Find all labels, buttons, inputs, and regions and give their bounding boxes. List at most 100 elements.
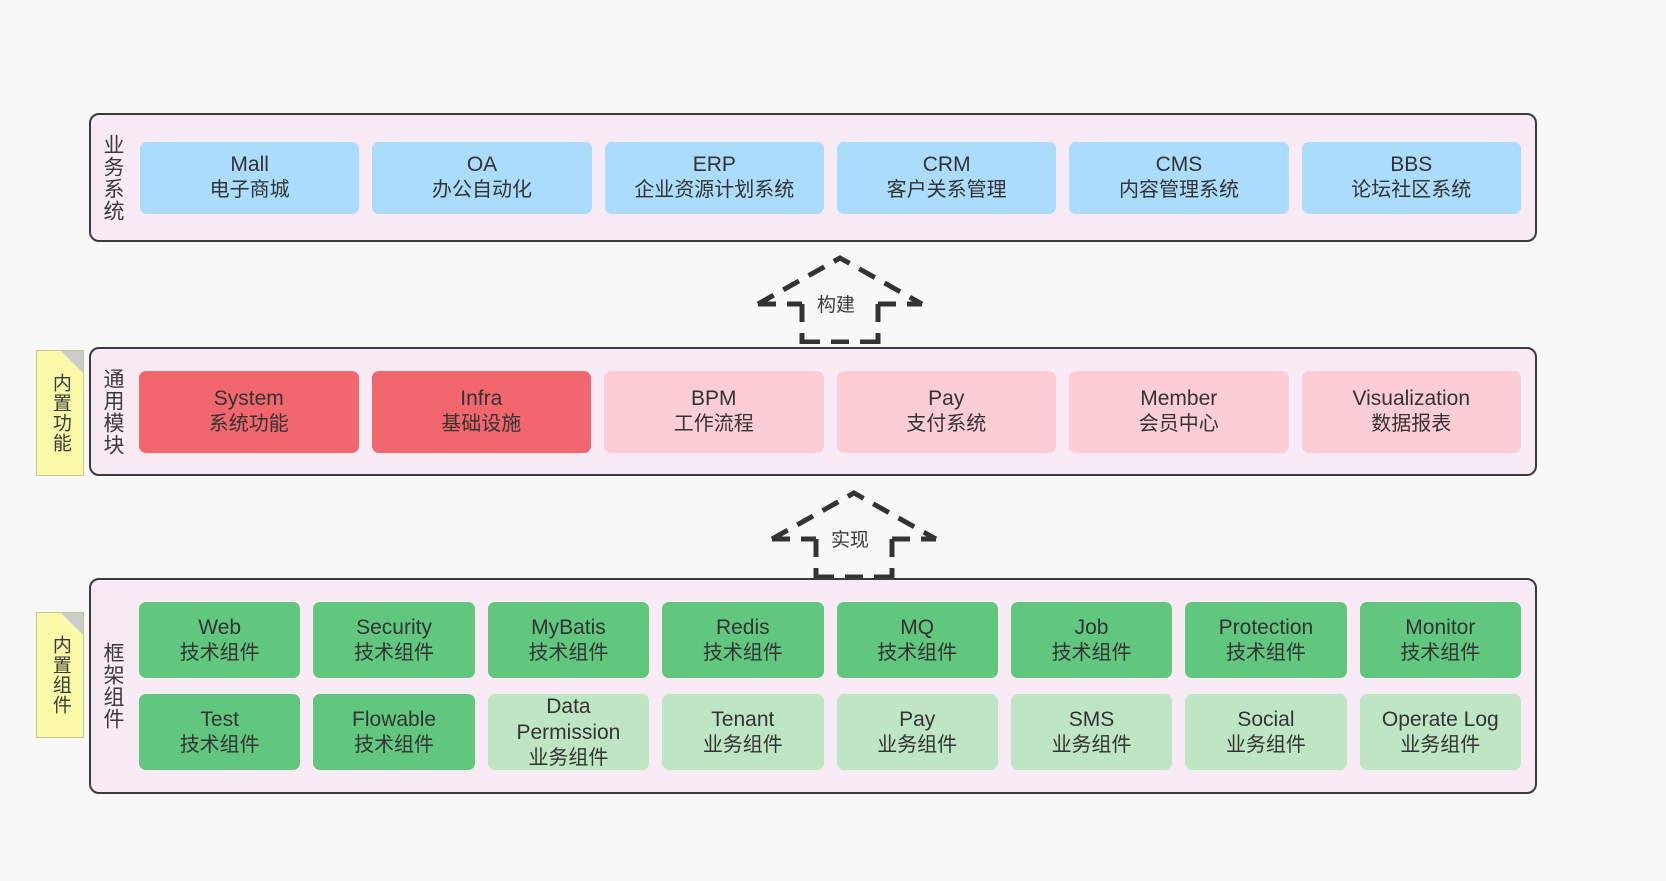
box-protection[interactable]: Protection 技术组件 bbox=[1185, 602, 1347, 678]
box-title: Test bbox=[200, 707, 239, 731]
box-title: ERP bbox=[692, 153, 736, 177]
implement-arrow-icon bbox=[770, 490, 938, 579]
box-title: Pay bbox=[928, 387, 965, 411]
box-oa[interactable]: OA 办公自动化 bbox=[372, 141, 592, 214]
box-subtitle: 电子商城 bbox=[209, 179, 290, 202]
box-subtitle: 支付系统 bbox=[906, 413, 987, 436]
box-subtitle: 技术组件 bbox=[354, 641, 435, 664]
layer-row: Mall 电子商城 OA 办公自动化 ERP 企业资源计划系统 CRM 客户关系… bbox=[140, 141, 1521, 214]
box-title: CRM bbox=[922, 153, 971, 177]
box-subtitle: 技术组件 bbox=[702, 641, 783, 664]
layer-body-business: Mall 电子商城 OA 办公自动化 ERP 企业资源计划系统 CRM 客户关系… bbox=[133, 115, 1535, 240]
box-title: Tenant bbox=[711, 707, 775, 731]
box-title: OA bbox=[466, 153, 498, 177]
box-subtitle: 办公自动化 bbox=[431, 179, 532, 202]
box-bbs[interactable]: BBS 论坛社区系统 bbox=[1301, 141, 1521, 214]
layer-business-systems: 业务系统 Mall 电子商城 OA 办公自动化 ERP 企业资源计划系统 CRM… bbox=[89, 113, 1537, 242]
box-redis[interactable]: Redis 技术组件 bbox=[662, 602, 824, 678]
box-system[interactable]: System 系统功能 bbox=[139, 370, 359, 453]
box-mall[interactable]: Mall 电子商城 bbox=[140, 141, 360, 214]
box-visualization[interactable]: Visualization 数据报表 bbox=[1301, 370, 1521, 453]
box-member[interactable]: Member 会员中心 bbox=[1069, 370, 1289, 453]
box-subtitle: 论坛社区系统 bbox=[1351, 179, 1472, 202]
box-title: Member bbox=[1140, 387, 1218, 411]
box-title: Flowable bbox=[352, 707, 437, 731]
layer-row: System 系统功能 Infra 基础设施 BPM 工作流程 Pay 支付系统… bbox=[139, 370, 1521, 453]
box-subtitle: 技术组件 bbox=[1225, 641, 1306, 664]
box-title: Redis bbox=[715, 615, 770, 639]
box-subtitle: 业务组件 bbox=[1400, 733, 1481, 756]
box-title: Pay bbox=[899, 707, 936, 731]
box-subtitle: 业务组件 bbox=[877, 733, 958, 756]
box-erp[interactable]: ERP 企业资源计划系统 bbox=[604, 141, 824, 214]
box-title: BPM bbox=[690, 387, 737, 411]
layer-common-modules: 通用模块 System 系统功能 Infra 基础设施 BPM 工作流程 Pay… bbox=[89, 347, 1537, 476]
box-mybatis[interactable]: MyBatis 技术组件 bbox=[487, 602, 650, 678]
box-title: Social bbox=[1237, 707, 1295, 731]
box-social[interactable]: Social 业务组件 bbox=[1185, 694, 1347, 770]
box-subtitle: 业务组件 bbox=[1051, 733, 1132, 756]
box-subtitle: 企业资源计划系统 bbox=[634, 179, 795, 202]
box-security[interactable]: Security 技术组件 bbox=[313, 602, 475, 678]
box-subtitle: 系统功能 bbox=[208, 413, 289, 436]
page-fold-icon bbox=[61, 351, 83, 373]
box-operate-log[interactable]: Operate Log 业务组件 bbox=[1359, 694, 1521, 770]
box-test[interactable]: Test 技术组件 bbox=[139, 694, 301, 770]
box-subtitle: 数据报表 bbox=[1371, 413, 1452, 436]
box-monitor[interactable]: Monitor 技术组件 bbox=[1359, 602, 1521, 678]
box-pay[interactable]: Pay 支付系统 bbox=[836, 370, 1056, 453]
box-subtitle: 工作流程 bbox=[673, 413, 754, 436]
box-title: Operate Log bbox=[1381, 707, 1499, 731]
box-title: CMS bbox=[1155, 153, 1203, 177]
box-infra[interactable]: Infra 基础设施 bbox=[371, 370, 591, 453]
box-title: BBS bbox=[1390, 153, 1433, 177]
layer-framework-components: 框架组件 Web 技术组件 Security 技术组件 MyBatis 技术组件… bbox=[89, 578, 1537, 794]
box-bpm[interactable]: BPM 工作流程 bbox=[604, 370, 824, 453]
box-job[interactable]: Job 技术组件 bbox=[1010, 602, 1173, 678]
box-title: Job bbox=[1074, 615, 1109, 639]
box-subtitle: 会员中心 bbox=[1138, 413, 1219, 436]
box-subtitle: 业务组件 bbox=[528, 746, 609, 769]
box-title: System bbox=[213, 387, 284, 411]
box-flowable[interactable]: Flowable 技术组件 bbox=[313, 694, 475, 770]
box-subtitle: 业务组件 bbox=[1225, 733, 1306, 756]
box-title: MyBatis bbox=[531, 615, 606, 639]
box-title: Security bbox=[356, 615, 432, 639]
box-subtitle: 技术组件 bbox=[179, 641, 260, 664]
box-title: Infra bbox=[460, 387, 503, 411]
layer-row: Web 技术组件 Security 技术组件 MyBatis 技术组件 Redi… bbox=[139, 602, 1521, 678]
box-subtitle: 技术组件 bbox=[354, 733, 435, 756]
note-builtin-functions: 内置功能 bbox=[36, 350, 84, 476]
note-label: 内置功能 bbox=[49, 373, 71, 453]
box-subtitle: 技术组件 bbox=[1051, 641, 1132, 664]
box-tenant[interactable]: Tenant 业务组件 bbox=[662, 694, 824, 770]
box-subtitle: 技术组件 bbox=[179, 733, 260, 756]
box-title: Mall bbox=[230, 153, 269, 177]
page-fold-icon bbox=[61, 613, 83, 635]
box-cms[interactable]: CMS 内容管理系统 bbox=[1069, 141, 1289, 214]
box-subtitle: 基础设施 bbox=[441, 413, 522, 436]
box-sms[interactable]: SMS 业务组件 bbox=[1010, 694, 1173, 770]
build-arrow-icon bbox=[756, 255, 924, 344]
box-data-permission[interactable]: Data Permission 业务组件 bbox=[487, 694, 650, 770]
box-title: Data Permission bbox=[516, 694, 621, 744]
box-subtitle: 技术组件 bbox=[1400, 641, 1481, 664]
box-pay-component[interactable]: Pay 业务组件 bbox=[836, 694, 998, 770]
box-title: Visualization bbox=[1352, 387, 1471, 411]
box-title: MQ bbox=[900, 615, 935, 639]
layer-title-common: 通用模块 bbox=[100, 367, 124, 456]
box-crm[interactable]: CRM 客户关系管理 bbox=[836, 141, 1057, 214]
box-subtitle: 技术组件 bbox=[877, 641, 958, 664]
implement-arrow-label: 实现 bbox=[831, 530, 870, 551]
box-subtitle: 客户关系管理 bbox=[886, 179, 1007, 202]
box-web[interactable]: Web 技术组件 bbox=[139, 602, 301, 678]
box-title: Protection bbox=[1218, 615, 1314, 639]
layer-row: Test 技术组件 Flowable 技术组件 Data Permission … bbox=[139, 694, 1521, 770]
box-subtitle: 技术组件 bbox=[528, 641, 609, 664]
box-subtitle: 业务组件 bbox=[702, 733, 783, 756]
note-builtin-components: 内置组件 bbox=[36, 612, 84, 738]
note-label: 内置组件 bbox=[49, 635, 71, 715]
layer-title-framework: 框架组件 bbox=[100, 642, 124, 730]
box-mq[interactable]: MQ 技术组件 bbox=[836, 602, 998, 678]
